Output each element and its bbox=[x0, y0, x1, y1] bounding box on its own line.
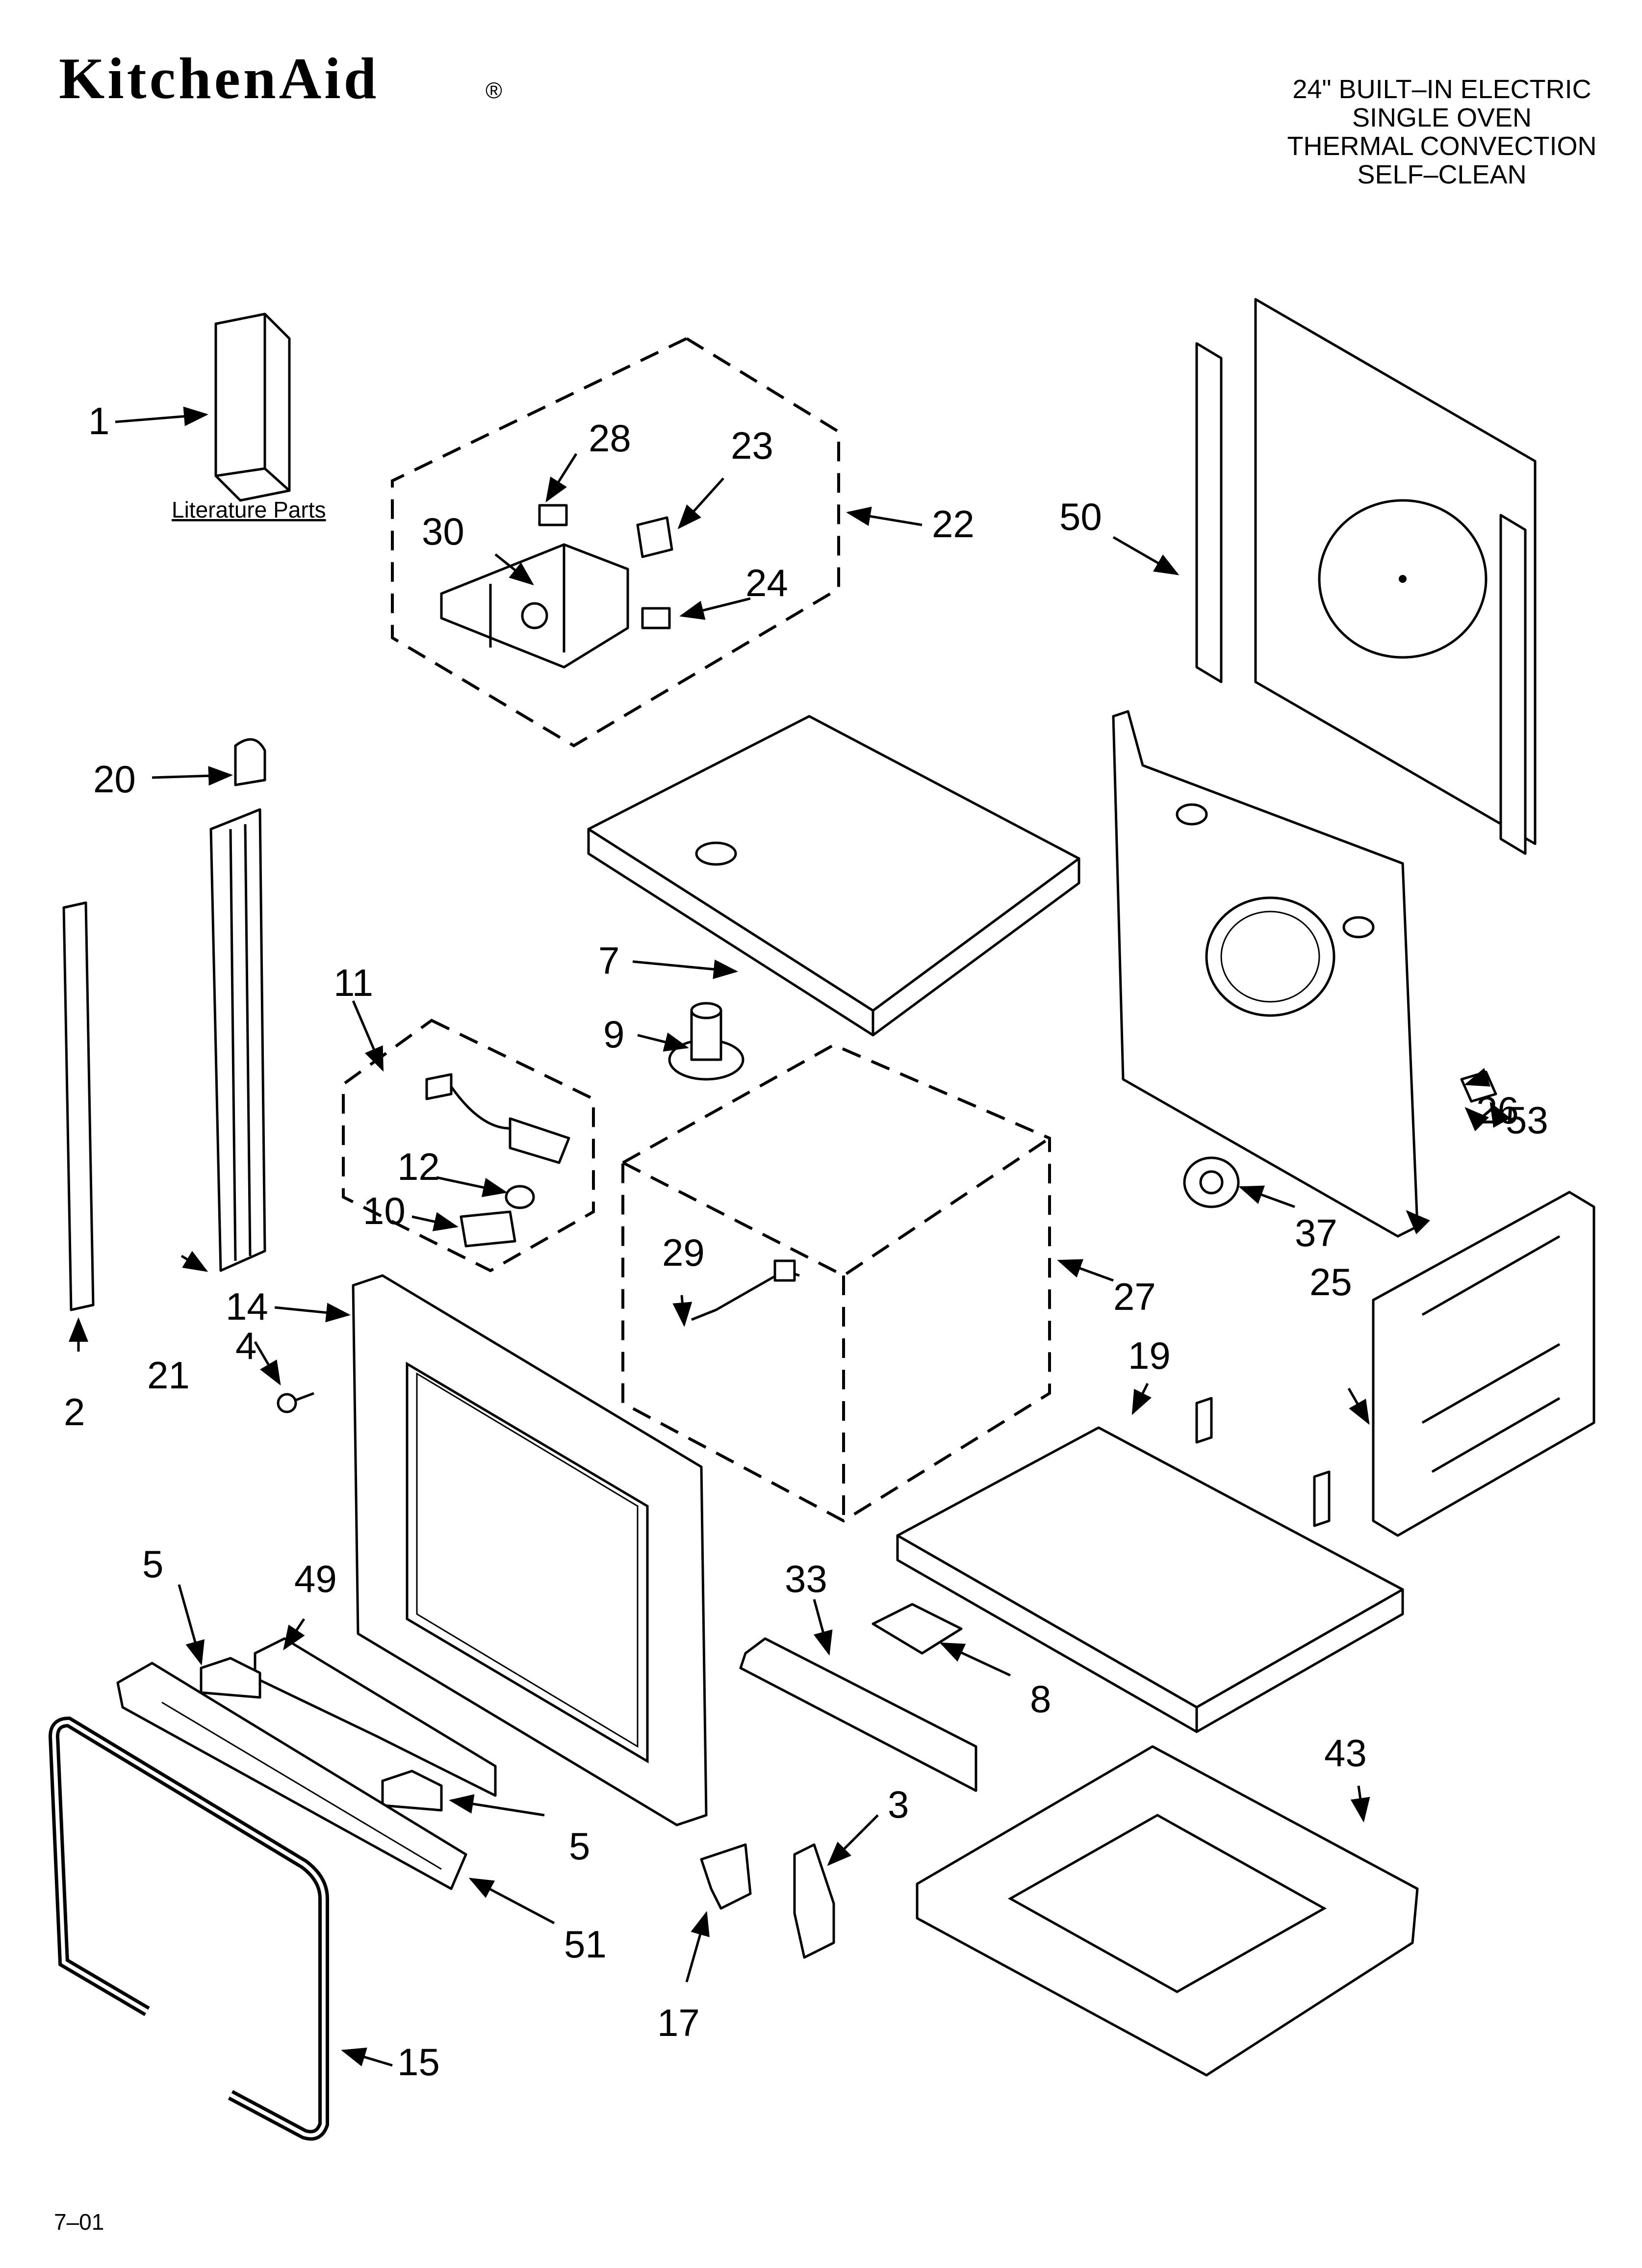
brand-name: KitchenAid bbox=[59, 46, 379, 111]
callout-2: 2 bbox=[64, 1390, 85, 1434]
light-assembly-group bbox=[342, 1018, 595, 1273]
callout-23: 23 bbox=[731, 424, 773, 467]
spacer-5b bbox=[381, 1770, 443, 1812]
bracket-3 bbox=[793, 1843, 835, 1959]
callout-9: 9 bbox=[603, 1013, 624, 1056]
callout-27: 27 bbox=[1113, 1275, 1156, 1318]
door-gasket-15 bbox=[48, 1716, 329, 2141]
convection-baffle bbox=[1112, 710, 1419, 1238]
rail-33 bbox=[739, 1637, 977, 1792]
callout-29: 29 bbox=[662, 1231, 705, 1274]
callout-26: 26 bbox=[1476, 1089, 1519, 1132]
callout-4: 4 bbox=[235, 1324, 257, 1367]
callout-50: 50 bbox=[1059, 495, 1102, 538]
side-panel bbox=[1372, 1191, 1595, 1537]
front-frame-14 bbox=[352, 1274, 708, 1826]
callout-10: 10 bbox=[363, 1189, 406, 1232]
spacer-5a bbox=[200, 1657, 261, 1699]
literature-parts-label: Literature Parts bbox=[172, 497, 326, 522]
callout-20: 20 bbox=[93, 757, 136, 801]
callout-5-top: 5 bbox=[142, 1542, 163, 1586]
registered-mark: ® bbox=[486, 78, 502, 103]
callout-53: 53 bbox=[1506, 1098, 1548, 1142]
callout-37: 37 bbox=[1295, 1211, 1337, 1254]
callout-15: 15 bbox=[397, 2040, 440, 2084]
relay-23 bbox=[636, 516, 673, 558]
callout-11: 11 bbox=[334, 961, 373, 1004]
control-bracket-group bbox=[391, 337, 840, 748]
lower-trim-51 bbox=[116, 1662, 467, 1890]
title-line-3: THERMAL CONVECTION bbox=[1287, 131, 1596, 161]
revision-code: 7–01 bbox=[54, 2209, 104, 2235]
side-rod-2 bbox=[62, 901, 95, 1311]
callout-19: 19 bbox=[1128, 1334, 1171, 1377]
bottom-shelf-19 bbox=[896, 1397, 1404, 1733]
callout-33: 33 bbox=[785, 1557, 827, 1600]
side-trim-21 bbox=[209, 808, 266, 1272]
switch-24 bbox=[641, 607, 671, 629]
callout-49: 49 bbox=[294, 1557, 337, 1600]
callout-3: 3 bbox=[888, 1783, 909, 1826]
oven-cavity-27 bbox=[621, 1043, 1051, 1523]
bulb-12 bbox=[505, 1185, 535, 1209]
vent-assembly-9 bbox=[668, 1002, 744, 1081]
callout-17: 17 bbox=[657, 2001, 700, 2044]
callout-51: 51 bbox=[564, 1923, 607, 1966]
callout-25: 25 bbox=[1309, 1260, 1352, 1303]
callout-5-bottom: 5 bbox=[569, 1825, 590, 1868]
callout-21: 21 bbox=[147, 1354, 190, 1397]
screw-4 bbox=[277, 1392, 314, 1413]
model-title: 24" BUILT–IN ELECTRIC SINGLE OVEN THERMA… bbox=[1287, 75, 1596, 189]
bracket-8 bbox=[872, 1603, 963, 1655]
brand-logo: KitchenAid ® bbox=[59, 46, 502, 111]
callout-43: 43 bbox=[1324, 1731, 1367, 1774]
bracket-17 bbox=[700, 1843, 752, 1910]
callout-28: 28 bbox=[589, 417, 631, 460]
lens-10 bbox=[460, 1210, 516, 1248]
callout-8: 8 bbox=[1030, 1677, 1051, 1721]
callout-7: 7 bbox=[598, 939, 619, 982]
callout-14: 14 bbox=[226, 1285, 268, 1328]
callout-22: 22 bbox=[932, 502, 975, 546]
callout-24: 24 bbox=[745, 561, 788, 604]
title-line-4: SELF–CLEAN bbox=[1357, 160, 1526, 189]
end-cap-20 bbox=[234, 738, 266, 786]
title-line-1: 24" BUILT–IN ELECTRIC bbox=[1292, 75, 1591, 104]
switch-28 bbox=[538, 504, 568, 526]
bottom-tray-43 bbox=[916, 1745, 1419, 2077]
literature-booklet bbox=[214, 313, 291, 502]
top-heat-shield bbox=[587, 715, 1080, 1037]
callout-12: 12 bbox=[397, 1145, 440, 1188]
callout-30: 30 bbox=[422, 510, 464, 553]
fan-sensor-37 bbox=[1183, 1156, 1240, 1208]
title-line-2: SINGLE OVEN bbox=[1352, 103, 1532, 132]
rear-panel bbox=[1195, 298, 1537, 855]
probe-29 bbox=[773, 1259, 796, 1282]
callout-1: 1 bbox=[88, 399, 109, 443]
